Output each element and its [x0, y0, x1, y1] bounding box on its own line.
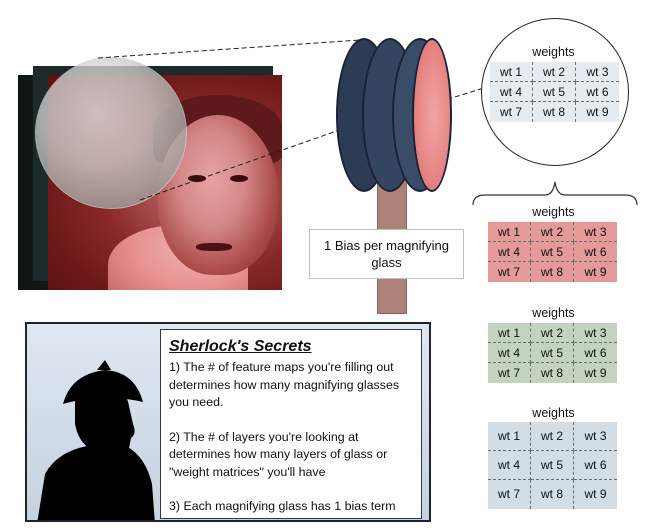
weight-cell: wt 6: [574, 343, 617, 363]
weight-cell: wt 8: [531, 262, 574, 282]
weights-bracket: [472, 181, 638, 206]
weight-cell: wt 1: [490, 62, 533, 82]
photo-eye-left: [188, 175, 206, 182]
glass-lens-face: [412, 38, 452, 192]
weight-cell: wt 6: [574, 451, 617, 480]
weight-cell: wt 9: [576, 102, 619, 122]
sherlock-panel: Sherlock's Secrets 1) The # of feature m…: [25, 322, 431, 522]
magnifier-lens-on-photo: [35, 57, 187, 209]
weights-title-red: weights: [532, 205, 575, 219]
weight-cell: wt 8: [531, 480, 574, 509]
weight-cell: wt 2: [531, 422, 574, 451]
secret-item-1: 1) The # of feature maps you're filling …: [169, 360, 400, 409]
weight-cell: wt 1: [488, 422, 531, 451]
photo-eye-right: [230, 175, 248, 182]
connector-bottom: [139, 119, 369, 201]
connector-top: [97, 39, 361, 59]
weight-cell: wt 3: [576, 62, 619, 82]
secret-item-2: 2) The # of layers you're looking at det…: [169, 429, 388, 479]
weight-cell: wt 3: [574, 323, 617, 343]
weights-title-blue: weights: [532, 406, 575, 420]
weight-cell: wt 8: [531, 363, 574, 383]
photo-mouth: [196, 243, 232, 251]
weight-cell: wt 4: [490, 82, 533, 102]
weight-cell: wt 5: [531, 242, 574, 262]
weight-cell: wt 3: [574, 222, 617, 242]
weight-cell: wt 5: [531, 451, 574, 480]
sherlock-silhouette-icon: [37, 360, 155, 520]
weight-cell: wt 2: [531, 323, 574, 343]
weights-title-green: weights: [532, 306, 575, 320]
weight-cell: wt 6: [576, 82, 619, 102]
weight-cell: wt 1: [488, 323, 531, 343]
weight-cell: wt 4: [488, 451, 531, 480]
weight-cell: wt 7: [488, 262, 531, 282]
weight-cell: wt 9: [574, 480, 617, 509]
weight-cell: wt 2: [531, 222, 574, 242]
weight-cell: wt 5: [531, 343, 574, 363]
weight-cell: wt 6: [574, 242, 617, 262]
weight-cell: wt 4: [488, 242, 531, 262]
bias-label: 1 Bias per magnifying glass: [309, 229, 464, 279]
weight-cell: wt 9: [574, 363, 617, 383]
secrets-title: Sherlock's Secrets: [169, 338, 312, 355]
weights-title-zoom: weights: [532, 45, 575, 59]
secret-item-3: 3) Each magnifying glass has 1 bias term: [169, 499, 396, 513]
weight-cell: wt 4: [488, 343, 531, 363]
weight-cell: wt 3: [574, 422, 617, 451]
weight-cell: wt 7: [488, 363, 531, 383]
weight-cell: wt 7: [490, 102, 533, 122]
secrets-box: Sherlock's Secrets 1) The # of feature m…: [160, 329, 422, 519]
weight-cell: wt 1: [488, 222, 531, 242]
weight-cell: wt 7: [488, 480, 531, 509]
weight-cell: wt 8: [533, 102, 576, 122]
weight-cell: wt 9: [574, 262, 617, 282]
weight-cell: wt 2: [533, 62, 576, 82]
weight-cell: wt 5: [533, 82, 576, 102]
